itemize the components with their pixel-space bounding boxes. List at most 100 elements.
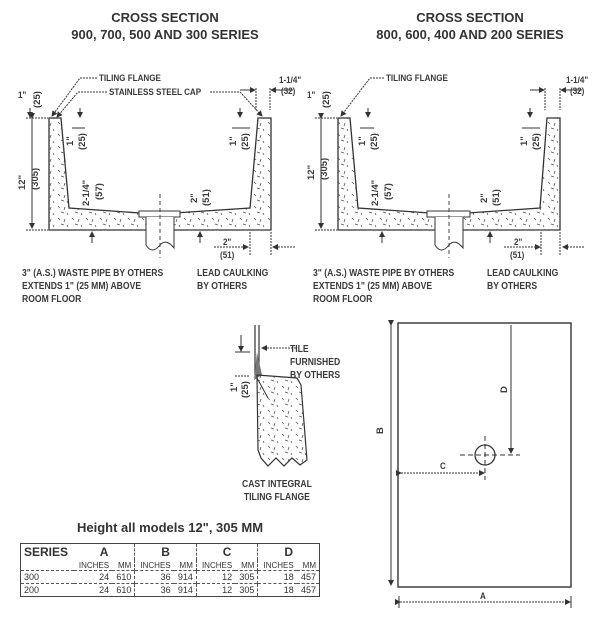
cell: 12 xyxy=(195,583,236,597)
right-waste-note: 3" (A.S.) WASTE PIPE BY OTHERS EXTENDS 1… xyxy=(313,267,454,306)
right-tiling-flange-label: TILING FLANGE xyxy=(386,73,448,84)
right-height-in: 12" xyxy=(306,164,317,180)
right-flange-width-mm: (32) xyxy=(570,86,585,97)
left-base-in: 2" xyxy=(223,237,232,248)
right-base-in: 2" xyxy=(514,237,523,248)
left-waste-note-line2: EXTENDS 1" (25 MM) ABOVE xyxy=(22,280,142,292)
unit-c-in: INCHES xyxy=(195,560,236,571)
group-a: A xyxy=(99,545,109,559)
left-basin-body xyxy=(48,117,272,231)
unit-d-mm: MM xyxy=(302,560,316,570)
left-stainless-cap-label: STAINLESS STEEL CAP xyxy=(109,87,202,98)
group-b: B xyxy=(134,543,197,560)
plan-view xyxy=(388,320,572,608)
left-inner-right-mm: (25) xyxy=(240,133,251,150)
left-top-dim-mm: (25) xyxy=(32,91,43,108)
right-title-line2: 800, 600, 400 AND 200 SERIES xyxy=(376,27,564,42)
table-row: 300 24 610 36 914 12 305 18 457 xyxy=(20,570,320,584)
flange-caption-line2: TILING FLANGE xyxy=(243,491,310,503)
table-title: Height all models 12", 305 MM xyxy=(76,520,264,535)
left-slope-left-mm: (57) xyxy=(94,183,105,200)
dimensions-table: SERIES A B C D INCHES MM INCHES MM INCHE… xyxy=(20,543,320,597)
right-title-line1: CROSS SECTION xyxy=(416,10,524,25)
left-top-dim-in: 1" xyxy=(18,90,27,101)
left-title-line2: 900, 700, 500 AND 300 SERIES xyxy=(71,27,259,42)
tile-label-line2: FURNISHED xyxy=(290,356,341,368)
right-caulk-note: LEAD CAULKING BY OTHERS xyxy=(487,267,558,293)
left-slope-right-in: 2" xyxy=(189,193,200,203)
cell: 36 xyxy=(134,570,174,584)
cell: 12 xyxy=(195,570,236,584)
cell: 457 xyxy=(296,583,320,597)
unit-d-in: INCHES xyxy=(257,560,297,571)
flange-dim-in: 1" xyxy=(229,382,240,392)
right-section-title: CROSS SECTION 800, 600, 400 AND 200 SERI… xyxy=(345,9,595,43)
left-base-mm: (51) xyxy=(220,250,235,261)
group-d: D xyxy=(257,543,320,560)
right-slope-left-in: 2-1/4" xyxy=(370,179,381,206)
left-caulk-note-line1: LEAD CAULKING xyxy=(197,267,269,279)
right-waste-note-line1: 3" (A.S.) WASTE PIPE BY OTHERS xyxy=(313,267,455,279)
left-inner-right-in: 1" xyxy=(228,136,239,146)
plan-label-b: B xyxy=(375,427,386,434)
right-top-dim-mm: (25) xyxy=(321,91,332,108)
table-unit-header: INCHES MM INCHES MM INCHES MM INCHES MM xyxy=(21,560,320,571)
right-slope-right-in: 2" xyxy=(479,193,490,203)
left-drain-flange xyxy=(138,210,181,218)
left-inner-left-in: 1" xyxy=(65,136,76,146)
tile-label-line1: TILE xyxy=(290,343,309,355)
right-waste-note-line3: ROOM FLOOR xyxy=(313,293,373,305)
right-top-dim-in: 1" xyxy=(307,90,316,101)
table-group-header: SERIES A B C D xyxy=(21,543,320,560)
right-base-mm: (51) xyxy=(510,250,525,261)
left-tiling-flange-label: TILING FLANGE xyxy=(99,73,161,84)
left-inner-left-mm: (25) xyxy=(77,133,88,150)
cell: 36 xyxy=(134,583,174,597)
flange-body xyxy=(256,374,308,467)
tile-label: TILE FURNISHED BY OTHERS xyxy=(290,343,340,382)
left-caulk-note-line2: BY OTHERS xyxy=(197,280,248,292)
cell: 610 xyxy=(112,583,135,597)
cell: 914 xyxy=(173,583,197,597)
cell: 24 xyxy=(73,570,113,584)
right-flange-width-in: 1-1/4" xyxy=(566,75,589,86)
series-header: SERIES xyxy=(24,545,69,559)
unit-b-mm: MM xyxy=(179,560,193,570)
flange-detail xyxy=(235,325,308,467)
flange-dim-mm: (25) xyxy=(240,381,251,398)
right-slope-right-mm: (51) xyxy=(491,189,502,206)
cell: 18 xyxy=(257,583,297,597)
right-caulk-note-line2: BY OTHERS xyxy=(487,280,538,292)
unit-c-mm: MM xyxy=(241,560,255,570)
right-drain-flange xyxy=(426,210,471,218)
flange-caption: CAST INTEGRAL TILING FLANGE xyxy=(242,478,312,504)
right-cross-section xyxy=(315,77,584,258)
left-title-line1: CROSS SECTION xyxy=(111,10,219,25)
left-height-in: 12" xyxy=(17,174,28,190)
right-basin-body xyxy=(337,117,561,231)
cell: 24 xyxy=(73,583,113,597)
left-cross-section xyxy=(26,77,295,258)
left-waste-note-line1: 3" (A.S.) WASTE PIPE BY OTHERS xyxy=(22,267,164,279)
right-caulk-note-line1: LEAD CAULKING xyxy=(487,267,559,279)
right-slope-left-mm: (57) xyxy=(383,183,394,200)
cell: 305 xyxy=(235,583,258,597)
right-inner-left-mm: (25) xyxy=(369,133,380,150)
left-flange-width-in: 1-1/4" xyxy=(279,75,302,86)
unit-a-mm: MM xyxy=(118,560,132,570)
unit-a-in: INCHES xyxy=(78,560,110,570)
left-waste-note-line3: ROOM FLOOR xyxy=(22,293,82,305)
unit-b-in: INCHES xyxy=(134,560,174,571)
row-series: 200 xyxy=(20,583,74,597)
group-c: C xyxy=(195,543,258,560)
left-height-mm: (305) xyxy=(30,167,41,190)
row-series: 300 xyxy=(20,570,74,584)
cell: 457 xyxy=(296,570,320,584)
unit-blank xyxy=(21,560,74,571)
right-inner-right-in: 1" xyxy=(519,136,530,146)
left-slope-left-in: 2-1/4" xyxy=(81,179,92,206)
left-flange-width-mm: (32) xyxy=(281,86,296,97)
cell: 914 xyxy=(173,570,197,584)
cell: 305 xyxy=(235,570,258,584)
